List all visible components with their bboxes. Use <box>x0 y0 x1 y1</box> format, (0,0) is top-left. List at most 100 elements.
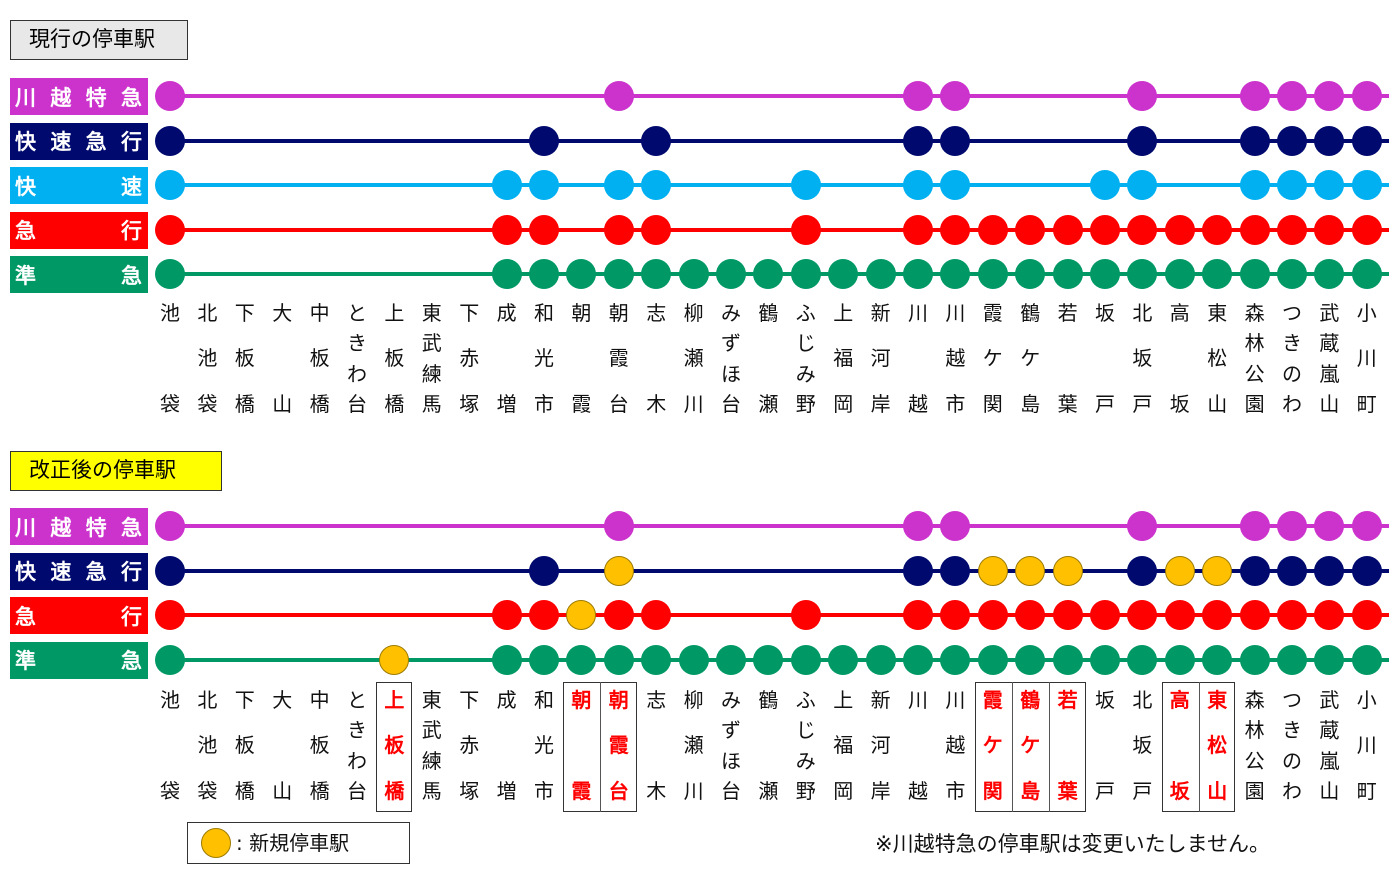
stop-dot <box>1351 214 1382 245</box>
station-name-char: 戸 <box>1095 779 1115 803</box>
stop-dot <box>1314 644 1345 675</box>
service-label-revised-2: 急行 <box>10 597 148 634</box>
stop-dot <box>1164 259 1195 289</box>
station-name-char: 上 <box>384 301 405 325</box>
station-name-char: 下 <box>234 688 255 712</box>
stop-dot <box>940 644 971 675</box>
station-name-char: わ <box>1282 392 1302 416</box>
stop-dot <box>1164 600 1195 630</box>
stop-dot <box>903 259 933 289</box>
stop-dot <box>1127 214 1158 245</box>
station-name-char: 山 <box>1319 392 1340 416</box>
station-name-char: 岸 <box>870 392 891 416</box>
stop-dot <box>1277 511 1307 541</box>
stop-dot <box>1090 600 1120 630</box>
new-stop-dot <box>1052 555 1083 586</box>
station-name-char: 嵐 <box>1319 362 1340 386</box>
stop-dot <box>1314 214 1345 245</box>
station-name-char: 川 <box>945 688 966 712</box>
station-name-char: 坂 <box>1169 392 1190 416</box>
station-name-char: 島 <box>1020 392 1041 416</box>
stop-dot <box>903 511 933 541</box>
service-label-current-0: 川越特急 <box>10 78 148 115</box>
station-name-char: 若 <box>1057 688 1078 712</box>
service-label-current-4: 準急 <box>10 256 148 293</box>
stop-dot <box>1127 511 1158 541</box>
service-label-char: 急 <box>120 85 142 110</box>
station-name-char: 坂 <box>1169 779 1190 803</box>
station-name-char: 川 <box>1356 733 1377 757</box>
station-name-char: 公 <box>1244 362 1265 386</box>
stop-dot <box>716 644 746 675</box>
stop-dot <box>603 644 634 675</box>
stop-dot <box>678 259 709 289</box>
stop-dot <box>1090 644 1120 675</box>
station-name-char: 松 <box>1207 733 1228 757</box>
new-stop-dot <box>1164 555 1195 586</box>
station-name-char: 板 <box>309 346 330 370</box>
service-label-char: 行 <box>121 219 142 243</box>
station-name-char: 霞 <box>982 688 1003 712</box>
stop-dot <box>491 644 522 675</box>
station-name-char: 山 <box>272 392 293 416</box>
stop-dot <box>1351 170 1382 200</box>
station-name-char: 松 <box>1207 346 1228 370</box>
stop-dot <box>1202 644 1233 675</box>
station-name-char: 越 <box>945 346 966 370</box>
station-name-char: 野 <box>795 779 816 803</box>
stop-dot <box>903 125 933 156</box>
stop-dot <box>716 259 746 289</box>
station-name-char: わ <box>347 362 367 386</box>
station-name-char: の <box>1282 362 1302 386</box>
stop-dot <box>1239 644 1270 675</box>
stop-dot <box>1164 644 1195 675</box>
station-name-char: 北 <box>1132 301 1153 325</box>
stop-dot <box>903 81 933 111</box>
stop-dot <box>753 644 784 675</box>
service-label-char: 行 <box>121 604 142 629</box>
stop-dot <box>1052 644 1083 675</box>
station-name-char: 北 <box>197 301 218 325</box>
service-label-char: 特 <box>85 515 107 540</box>
service-label-char: 快 <box>15 560 36 584</box>
station-name-char: 橋 <box>309 392 330 416</box>
stop-dot <box>903 214 933 245</box>
station-name-char: 戸 <box>1132 392 1153 416</box>
stop-dot <box>1015 214 1046 245</box>
stop-dot <box>1202 600 1233 630</box>
stop-dot <box>1239 511 1270 541</box>
service-label-char: 準 <box>15 649 36 673</box>
station-name-char: 葉 <box>1057 392 1078 416</box>
service-label-char: 急 <box>121 263 142 288</box>
route-line-current-1 <box>170 138 1389 143</box>
station-name-char: 山 <box>1207 779 1228 803</box>
station-name-char: 高 <box>1169 688 1190 712</box>
stop-dot <box>1239 555 1270 586</box>
stop-dot <box>566 259 597 289</box>
station-name-char: 関 <box>982 392 1003 416</box>
station-name-char: 武 <box>1319 301 1340 325</box>
station-name-char: 馬 <box>421 779 442 803</box>
station-name-char: わ <box>1282 779 1302 803</box>
stop-dot <box>529 644 559 675</box>
station-name-char: ふ <box>795 688 816 712</box>
station-name-char: と <box>347 688 367 712</box>
station-name-char: 赤 <box>459 733 480 757</box>
stop-dot <box>529 600 559 630</box>
new-stop-dot <box>566 600 597 630</box>
station-name-char: ふ <box>795 301 816 325</box>
service-label-char: 川 <box>15 85 36 110</box>
station-name-char: 上 <box>833 688 854 712</box>
stop-dot <box>529 259 559 289</box>
stop-dot <box>1277 125 1307 156</box>
service-label-char: 準 <box>15 263 36 288</box>
station-name-char: 新 <box>870 301 891 325</box>
stop-dot <box>940 125 971 156</box>
stop-dot <box>977 214 1008 245</box>
station-name-char: 瀬 <box>683 733 704 757</box>
station-name-char: 戸 <box>1095 392 1115 416</box>
station-name-char: 嵐 <box>1319 749 1340 773</box>
station-name-char: 和 <box>534 688 554 712</box>
station-name-char: き <box>347 718 367 742</box>
station-name-char: 福 <box>833 733 854 757</box>
